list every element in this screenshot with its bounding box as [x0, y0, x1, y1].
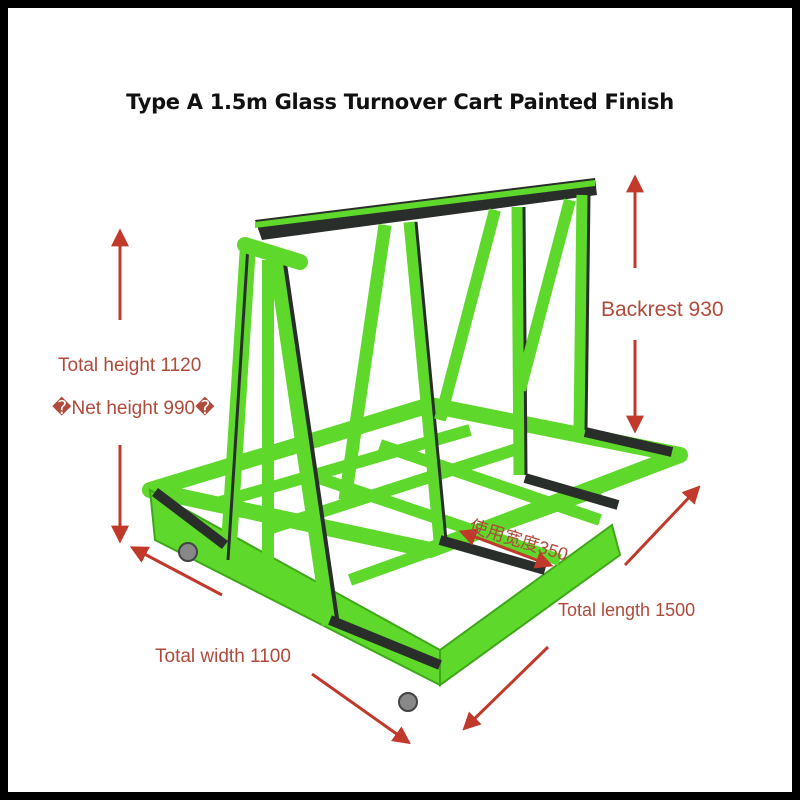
total-height-label: Total height 1120 [58, 355, 202, 376]
total-length-label: Total length 1500 [558, 600, 696, 620]
rear-leg-6-dark [584, 194, 591, 431]
usable-width-arrow [458, 528, 554, 569]
caster-wheel-left [178, 542, 198, 562]
support-arm-back [583, 427, 674, 457]
rear-leg-4-dark [522, 206, 528, 476]
total-length-arrow-down [462, 645, 550, 731]
rear-leg-4 [511, 206, 527, 476]
backrest-label: Backrest 930 [601, 298, 724, 321]
support-arm-rear [523, 473, 620, 510]
a-frame-front-right-dark [281, 249, 340, 626]
rear-leg-1 [338, 224, 392, 501]
a-frame-front-right [267, 248, 338, 627]
cross-member-5 [378, 439, 602, 526]
rear-leg-2-dark [414, 221, 448, 541]
page-title: Type A 1.5m Glass Turnover Cart Painted … [126, 90, 674, 114]
base-beam-right [439, 523, 622, 687]
base-frame-back [142, 397, 688, 558]
total-length-arrow-up [623, 485, 701, 567]
rear-leg-5 [514, 198, 576, 392]
rear-leg-2 [403, 221, 447, 541]
total-width-arrow-down [311, 672, 411, 745]
cart-frame [142, 178, 688, 712]
rear-leg-3 [434, 208, 501, 422]
total-width-label: Total width 1100 [155, 646, 291, 667]
net-height-label: �Net height 990� [52, 398, 215, 419]
caster-wheel-front [398, 692, 418, 712]
support-arm-front-left [151, 488, 229, 549]
rear-leg-6 [573, 194, 590, 431]
top-rail-green [255, 180, 595, 228]
support-arm-front-right [328, 615, 442, 670]
total-width-arrow-up [129, 546, 223, 597]
dimension-arrows [111, 174, 701, 745]
handle-bar [237, 237, 308, 270]
a-frame-front-left-dark [226, 244, 250, 561]
